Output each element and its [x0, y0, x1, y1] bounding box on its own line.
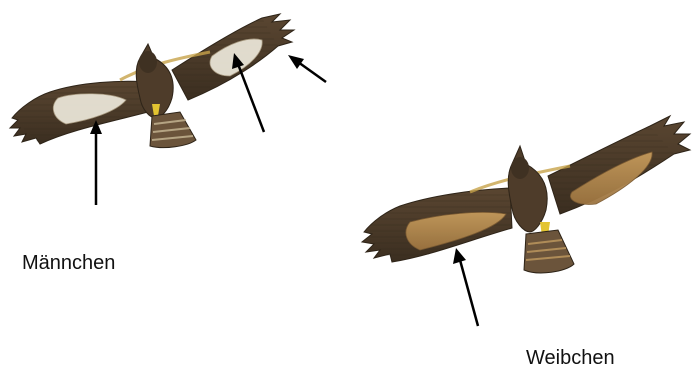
arrow-male-wingtip: [288, 55, 326, 82]
arrow-female-left-patch: [453, 248, 478, 326]
male-head: [139, 51, 157, 73]
female-eagle: [362, 116, 690, 273]
label-female: Weibchen: [526, 348, 615, 367]
female-body: [508, 146, 547, 232]
arrow-male-left-patch: [90, 120, 102, 205]
female-head: [511, 157, 529, 179]
label-male: Männchen: [22, 253, 115, 273]
male-eagle: [10, 14, 294, 148]
